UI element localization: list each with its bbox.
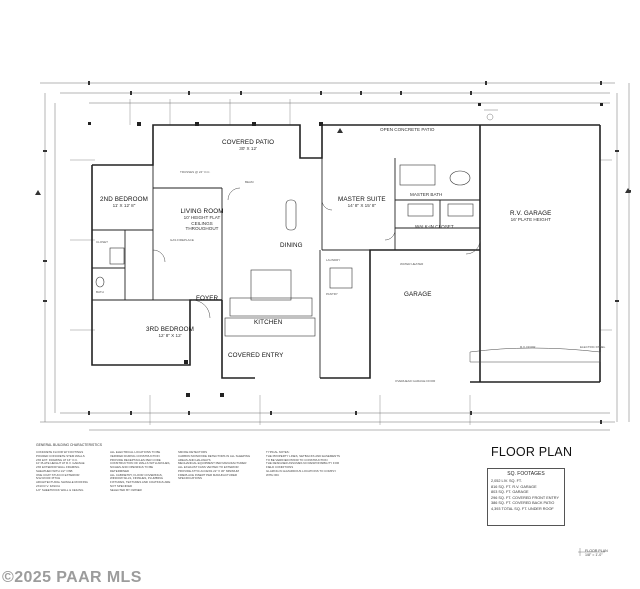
open-patio-label: OPEN CONCRETE PATIO <box>380 127 434 132</box>
water-heater-note: WATER HEATER <box>400 262 424 266</box>
walkin-closet-label: WALK-IN CLOSET <box>415 224 454 229</box>
room-name: KITCHEN <box>254 319 283 326</box>
garage-label: GARAGE <box>404 291 432 298</box>
room-name: COVERED ENTRY <box>228 352 284 359</box>
room-name: 2ND BEDROOM <box>100 196 148 203</box>
kitchen-label: KITCHEN <box>254 319 282 326</box>
general-notes-col2: ALL ELECTRICAL LOCATIONS TO BE VERIFIED … <box>110 450 171 492</box>
room-name: GARAGE <box>404 291 432 298</box>
beam-note: BEAM <box>245 180 254 184</box>
overhead-door-note: OVERHEAD GARAGE DOOR <box>395 379 436 383</box>
room-name: FOYER <box>196 295 219 302</box>
scale-value: 1/8" = 1'-0" <box>585 553 603 557</box>
square-footage-table: SQ. FOOTAGES 2,052 LIV. SQ. FT. 816 SQ. … <box>487 468 565 526</box>
master-suite-label: MASTER SUITE 14' 8" X 15' 8" <box>338 196 386 209</box>
sq-row: 2,052 LIV. SQ. FT. <box>491 479 522 483</box>
room-name: 3RD BEDROOM <box>146 326 194 333</box>
scale-label: FLOOR PLAN 1/8" = 1'-0" <box>585 549 608 557</box>
room-name: DINING <box>280 242 303 249</box>
dining-label: DINING <box>280 242 303 249</box>
room-dims: 12' 8" X 12' <box>158 333 182 339</box>
fireplace-note: GAS FIREPLACE <box>170 238 194 242</box>
living-room-label: LIVING ROOM 10' HEIGHT FLAT CEILINGS THR… <box>176 208 228 231</box>
rv-garage-label: R.V. GARAGE 16' PLATE HEIGHT <box>510 210 551 223</box>
sq-row: 816 SQ. FT. R.V. GARAGE <box>491 484 537 489</box>
bedroom3-label: 3RD BEDROOM 12' 8" X 12' <box>146 326 194 339</box>
room-dims: 30' X 12' <box>239 146 257 152</box>
sq-row: 803 SQ. FT. GARAGE <box>491 490 529 494</box>
general-notes-title: GENERAL BUILDING CHARACTERISTICS <box>36 443 103 447</box>
room-name: COVERED PATIO <box>222 139 275 146</box>
room-name: WALK-IN CLOSET <box>415 224 454 229</box>
bedroom2-label: 2ND BEDROOM 11' X 12' 8" <box>100 196 148 209</box>
sq-row: 4,393 TOTAL SQ. FT. UNDER ROOF <box>491 506 554 511</box>
covered-entry-label: COVERED ENTRY <box>228 352 283 359</box>
general-notes-col3: SMOKE DETECTORS CARBON MONOXIDE DETECTOR… <box>178 450 251 481</box>
sq-row: 296 SQ. FT. COVERED FRONT ENTRY <box>491 495 560 500</box>
pantry-note: PANTRY <box>326 292 338 296</box>
mls-watermark: ©2025 PAAR MLS <box>2 569 142 586</box>
truss-note: TRUSSES @ 24" O.C. <box>180 170 211 174</box>
foyer-label: FOYER <box>196 295 218 302</box>
general-notes-col1: CONCRETE FLOOR W/ FOOTINGS POURED CONCRE… <box>36 450 88 492</box>
general-notes-col4: TYPICAL NOTES: THE PROPERTY LINES, SETBA… <box>266 450 340 477</box>
room-dims: 16' PLATE HEIGHT <box>510 217 551 223</box>
room-name: MASTER SUITE <box>338 196 386 203</box>
room-dims: 11' X 12' 8" <box>112 203 136 209</box>
master-bath-label: MASTER BATH <box>410 192 442 197</box>
closet-note: CLOSET <box>96 240 109 244</box>
square-footage-header: SQ. FOOTAGES <box>507 471 545 477</box>
room-name: MASTER BATH <box>410 192 443 197</box>
laundry-note: LAUNDRY <box>326 258 341 262</box>
room-dims: 14' 8" X 15' 8" <box>347 203 377 209</box>
room-name: LIVING ROOM <box>180 208 224 215</box>
room-name: OPEN CONCRETE PATIO <box>380 127 435 132</box>
electrical-panel-note: ELECTRIC PANEL <box>580 345 606 349</box>
floor-plan-small-label: FLOOR PLAN <box>585 549 608 553</box>
bath-note: BATH <box>96 290 104 294</box>
floor-plan-title: FLOOR PLAN <box>491 445 573 459</box>
sq-row: 386 SQ. FT. COVERED BACK PATIO <box>491 501 555 505</box>
room-name: R.V. GARAGE <box>510 210 552 217</box>
room-dims: 10' HEIGHT FLAT CEILINGS THROUGHOUT <box>183 215 221 231</box>
covered-patio-label: COVERED PATIO 30' X 12' <box>222 139 274 152</box>
rv-door-note: R.V. DOOR <box>520 345 536 349</box>
